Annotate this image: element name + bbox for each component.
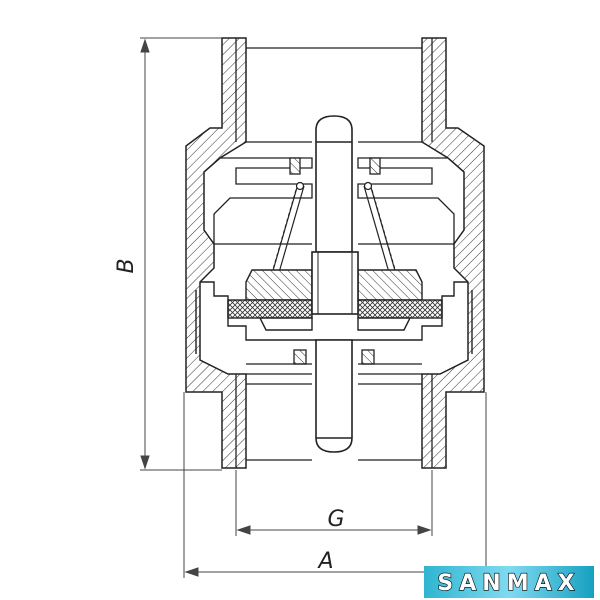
- collar-right: [369, 157, 381, 175]
- lower-guide: [246, 349, 422, 365]
- sanmax-logo: SANMAX: [424, 566, 594, 598]
- disc-holder-left: [245, 269, 313, 301]
- seal-right: [357, 299, 443, 319]
- nut-left: [293, 349, 307, 365]
- disc-holder-right: [357, 269, 423, 301]
- poppet-disc: [195, 269, 473, 354]
- dim-label-g: G: [327, 507, 344, 532]
- dimension-lines: [140, 37, 487, 578]
- bottom-port: [235, 373, 433, 468]
- top-port: [235, 38, 433, 143]
- stem-thread: [311, 251, 359, 315]
- stem-bottom: [315, 339, 353, 453]
- dim-label-b: B: [114, 258, 139, 273]
- nut-right: [361, 349, 375, 365]
- seal-left: [227, 299, 313, 319]
- valve-body: [185, 37, 485, 469]
- logo-background: [424, 566, 594, 598]
- valve-stem: [311, 115, 359, 453]
- dim-label-a: A: [316, 549, 333, 574]
- collar-left: [289, 157, 301, 175]
- logo-text: SANMAX: [437, 571, 580, 596]
- body-left-section: [185, 37, 247, 469]
- stem-top: [315, 115, 353, 253]
- body-right-section: [421, 37, 485, 469]
